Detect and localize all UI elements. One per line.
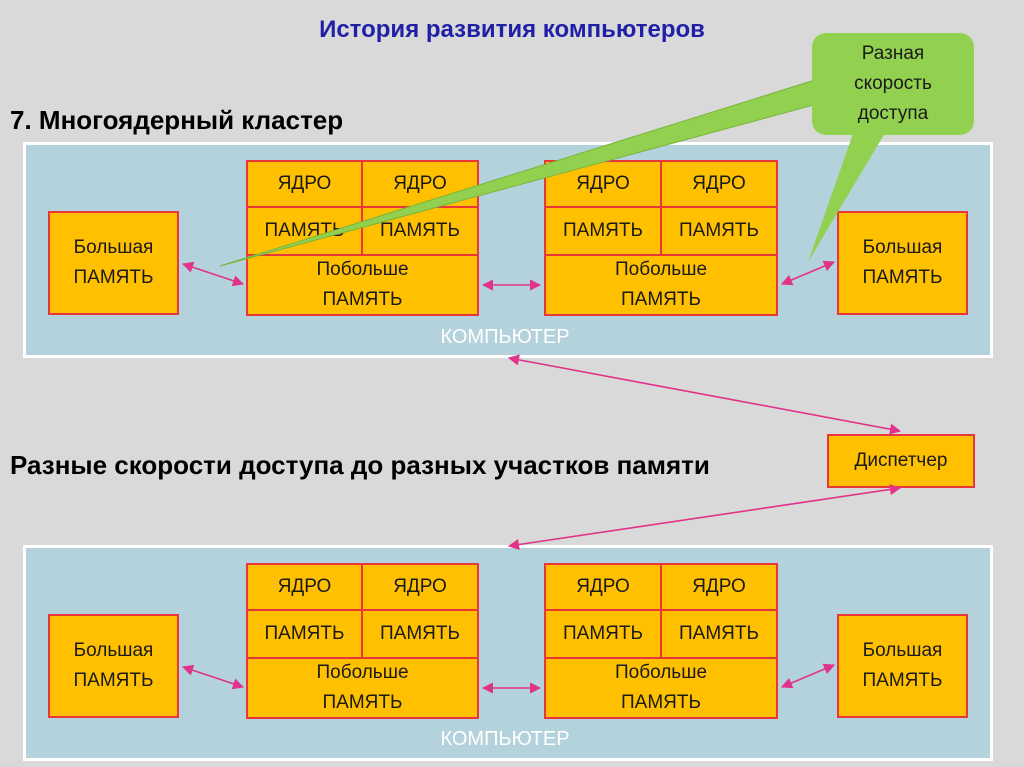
memory-2-2-b: ПАМЯТЬ bbox=[660, 609, 778, 659]
core-2-1-b: ЯДРО bbox=[361, 563, 479, 611]
memory-2-1-a: ПАМЯТЬ bbox=[246, 609, 363, 659]
core-1-1-a: ЯДРО bbox=[246, 160, 363, 208]
memory-1-1-b: ПАМЯТЬ bbox=[361, 206, 479, 256]
big-memory-right-1: Большая ПАМЯТЬ bbox=[837, 211, 968, 315]
computer-label-1: КОМПЬЮТЕР bbox=[440, 326, 570, 348]
shared-memory-1-1: Побольше ПАМЯТЬ bbox=[246, 254, 479, 316]
memory-1-2-b: ПАМЯТЬ bbox=[660, 206, 778, 256]
core-2-1-a: ЯДРО bbox=[246, 563, 363, 611]
core-1-1-b: ЯДРО bbox=[361, 160, 479, 208]
big-memory-left-1: Большая ПАМЯТЬ bbox=[48, 211, 179, 315]
slide-title: История развития компьютеров bbox=[319, 16, 705, 43]
core-2-2-a: ЯДРО bbox=[544, 563, 662, 611]
computer-panel-2 bbox=[23, 545, 993, 761]
dispatcher-box: Диспетчер bbox=[827, 434, 975, 488]
callout-access-speed: Разная скорость доступа bbox=[812, 33, 974, 135]
big-memory-right-2: Большая ПАМЯТЬ bbox=[837, 614, 968, 718]
shared-memory-2-1: Побольше ПАМЯТЬ bbox=[246, 657, 479, 719]
link-dispatcher-computer-1 bbox=[507, 354, 902, 435]
memory-1-2-a: ПАМЯТЬ bbox=[544, 206, 662, 256]
core-1-2-a: ЯДРО bbox=[544, 160, 662, 208]
shared-memory-2-2: Побольше ПАМЯТЬ bbox=[544, 657, 778, 719]
memory-1-1-a: ПАМЯТЬ bbox=[246, 206, 363, 256]
link-dispatcher-computer-2 bbox=[507, 483, 902, 551]
memory-2-1-b: ПАМЯТЬ bbox=[361, 609, 479, 659]
heading-access-speeds: Разные скорости доступа до разных участк… bbox=[10, 450, 710, 480]
big-memory-left-2: Большая ПАМЯТЬ bbox=[48, 614, 179, 718]
shared-memory-1-2: Побольше ПАМЯТЬ bbox=[544, 254, 778, 316]
memory-2-2-a: ПАМЯТЬ bbox=[544, 609, 662, 659]
computer-label-2: КОМПЬЮТЕР bbox=[440, 728, 570, 750]
core-2-2-b: ЯДРО bbox=[660, 563, 778, 611]
core-1-2-b: ЯДРО bbox=[660, 160, 778, 208]
heading-cluster: 7. Многоядерный кластер bbox=[10, 105, 344, 135]
